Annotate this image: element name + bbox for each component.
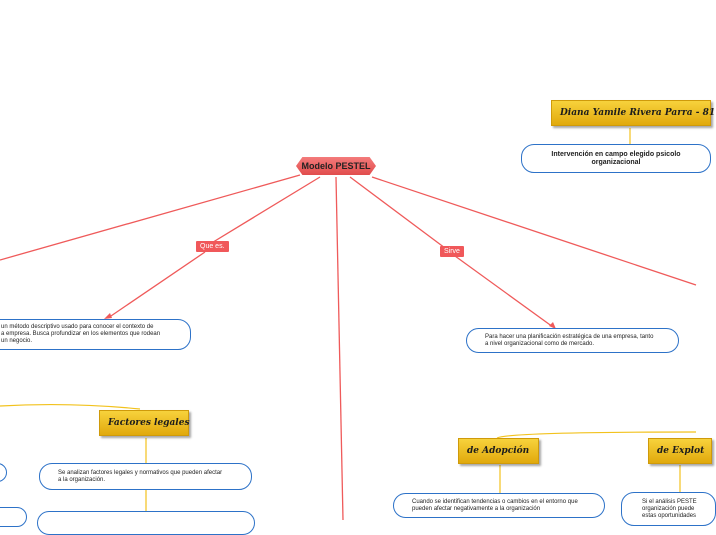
connector-left (0, 174, 301, 261)
bubble-adopcion-desc[interactable]: Cuando se identifican tendencias o cambi… (393, 493, 605, 518)
plaque-explot[interactable]: de Explot (648, 438, 712, 464)
bubble-intervencion[interactable]: Intervención en campo elegido psicolo or… (521, 144, 711, 173)
plaque-adopcion[interactable]: de Adopción (458, 438, 539, 464)
bubble-explot-desc[interactable]: Si el análisis PESTE organización puede … (621, 492, 716, 526)
bubble-legales-next-cut[interactable] (37, 511, 255, 535)
bubble-legales-desc[interactable]: Se analizan factores legales y normativo… (39, 463, 252, 490)
bubble-definicion[interactable]: un método descriptivo usado para conocer… (0, 319, 191, 350)
connector-adopcion-branch (496, 431, 697, 439)
arrow-head (104, 313, 112, 319)
tag-que-es[interactable]: Que es. (196, 241, 229, 252)
connector-right (371, 176, 697, 286)
tag-sirve[interactable]: Sirve (440, 246, 464, 257)
plaque-factores-legales[interactable]: Factores legales (99, 410, 190, 436)
plaque-author[interactable]: Diana Yamile Rivera Parra - 81 (551, 100, 715, 126)
connector-lines (0, 128, 697, 521)
connector-que-es (204, 176, 321, 248)
central-node-modelo-pestel[interactable]: Modelo PESTEL (296, 157, 376, 175)
connector-down (335, 176, 344, 521)
connector-legales-branch (0, 403, 141, 410)
arrow-head (549, 322, 556, 329)
bubble-left-cut-2[interactable] (0, 507, 27, 527)
central-node-label: Modelo PESTEL (301, 161, 371, 171)
connector-sirve-to-plan (454, 255, 554, 328)
bubble-planificacion[interactable]: Para hacer una planificación estratégica… (466, 328, 679, 353)
connector-que-es-to-def (107, 251, 206, 319)
connector-sirve (349, 176, 446, 249)
